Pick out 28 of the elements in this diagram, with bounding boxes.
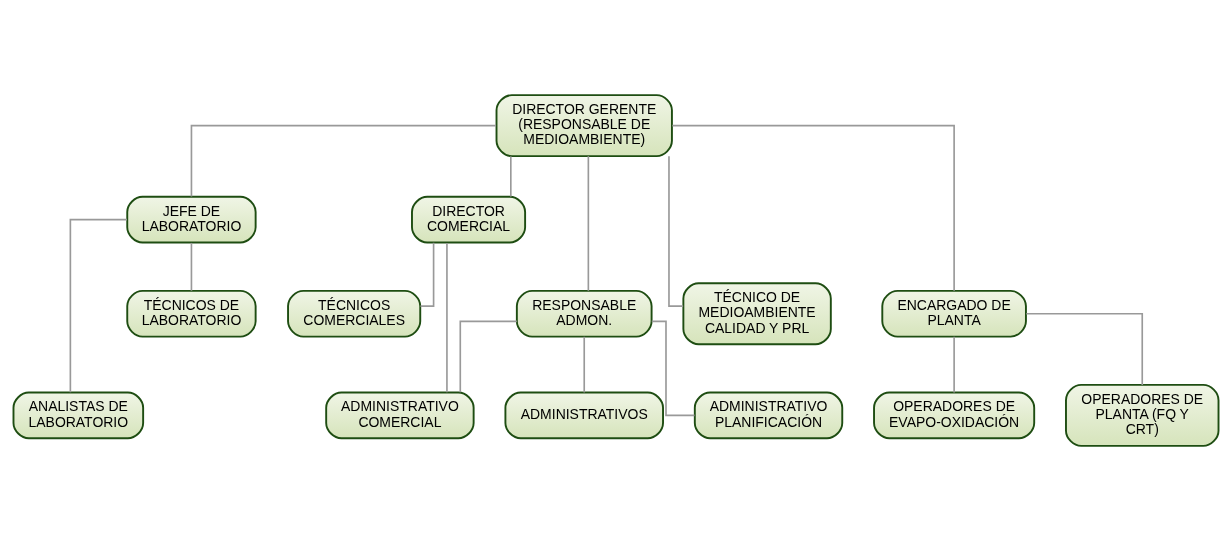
node-box: ADMINISTRATIVO COMERCIAL xyxy=(325,391,475,439)
node-box: ANALISTAS DE LABORATORIO xyxy=(12,391,145,439)
connector xyxy=(671,124,955,291)
connector xyxy=(587,154,590,292)
connector xyxy=(583,335,586,393)
connector xyxy=(419,241,435,307)
connector xyxy=(510,155,512,197)
connector xyxy=(190,124,497,197)
node-box: OPERADORES DE EVAPO-OXIDACIÓN xyxy=(873,391,1036,439)
node-box: ENCARGADO DE PLANTA xyxy=(881,289,1027,338)
connector xyxy=(459,320,518,393)
node-box: ADMINISTRATIVO PLANIFICACIÓN xyxy=(693,391,844,439)
node-box: JEFE DE LABORATORIO xyxy=(126,195,257,243)
connector xyxy=(1025,312,1144,386)
node-box: TÉCNICOS DE LABORATORIO xyxy=(126,289,257,338)
node-box: TÉCNICO DE MEDIOAMBIENTE CALIDAD Y PRL xyxy=(682,281,832,345)
connector xyxy=(446,241,448,393)
connector xyxy=(650,320,696,416)
node-box: RESPONSABLE ADMON. xyxy=(515,289,653,338)
node-box: OPERADORES DE PLANTA (FQ Y CRT) xyxy=(1065,383,1220,447)
connector xyxy=(668,154,684,307)
connector xyxy=(69,218,128,393)
node-box: DIRECTOR COMERCIAL xyxy=(411,195,527,243)
node-box: ADMINISTRATIVOS xyxy=(504,391,664,439)
node-box: DIRECTOR GERENTE (RESPONSABLE DE MEDIOAMBIENTE) xyxy=(495,93,673,157)
connector xyxy=(190,241,193,292)
node-box: TÉCNICOS COMERCIALES xyxy=(287,289,422,338)
connector xyxy=(953,335,955,393)
